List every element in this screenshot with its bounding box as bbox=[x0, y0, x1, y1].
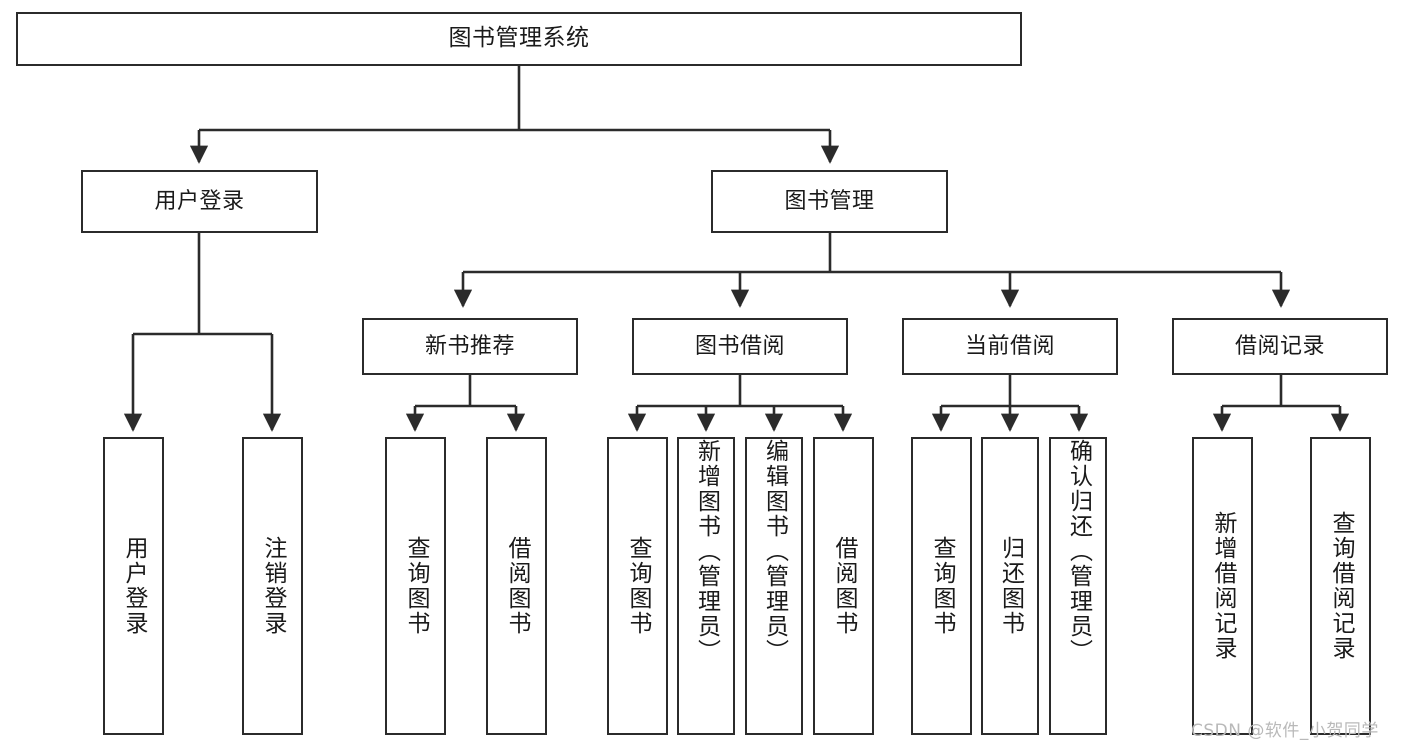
leaf-query-book-recommend[interactable]: 查询图书 bbox=[385, 437, 446, 735]
node-label: 图书管理 bbox=[784, 188, 875, 214]
leaf-edit-book-admin[interactable]: 编辑图书（管理员） bbox=[745, 437, 803, 735]
node-new-book-recommend[interactable]: 新书推荐 bbox=[362, 318, 578, 375]
node-label: 用户登录 bbox=[121, 536, 147, 636]
node-label: 新增借阅记录 bbox=[1210, 511, 1236, 661]
node-label: 图书借阅 bbox=[694, 333, 785, 359]
leaf-add-book-admin[interactable]: 新增图书（管理员） bbox=[677, 437, 735, 735]
node-label: 借阅记录 bbox=[1234, 333, 1325, 359]
node-user-login[interactable]: 用户登录 bbox=[81, 170, 318, 233]
leaf-confirm-return-admin[interactable]: 确认归还（管理员） bbox=[1049, 437, 1107, 735]
node-label: 借阅图书 bbox=[504, 536, 530, 636]
leaf-user-login[interactable]: 用户登录 bbox=[103, 437, 164, 735]
node-label: 查询借阅记录 bbox=[1328, 511, 1354, 661]
leaf-query-book-borrow[interactable]: 查询图书 bbox=[607, 437, 668, 735]
node-label: 新书推荐 bbox=[424, 333, 515, 359]
leaf-return-book[interactable]: 归还图书 bbox=[981, 437, 1039, 735]
node-label: 查询图书 bbox=[625, 536, 651, 636]
leaf-borrow-book-recommend[interactable]: 借阅图书 bbox=[486, 437, 547, 735]
node-borrow-record[interactable]: 借阅记录 bbox=[1172, 318, 1388, 375]
node-label: 当前借阅 bbox=[964, 333, 1055, 359]
node-book-management[interactable]: 图书管理 bbox=[711, 170, 948, 233]
node-label: 编辑图书（管理员） bbox=[761, 439, 788, 664]
leaf-query-book-current[interactable]: 查询图书 bbox=[911, 437, 972, 735]
node-label: 查询图书 bbox=[403, 536, 429, 636]
leaf-add-borrow-record[interactable]: 新增借阅记录 bbox=[1192, 437, 1253, 735]
node-label: 图书管理系统 bbox=[448, 25, 590, 52]
leaf-logout[interactable]: 注销登录 bbox=[242, 437, 303, 735]
node-label: 查询图书 bbox=[929, 536, 955, 636]
node-label: 确认归还（管理员） bbox=[1065, 439, 1092, 664]
node-book-borrow[interactable]: 图书借阅 bbox=[632, 318, 848, 375]
node-label: 用户登录 bbox=[154, 188, 245, 214]
node-label: 归还图书 bbox=[997, 536, 1024, 636]
node-book-management-system[interactable]: 图书管理系统 bbox=[16, 12, 1022, 66]
leaf-query-borrow-record[interactable]: 查询借阅记录 bbox=[1310, 437, 1371, 735]
node-label: 新增图书（管理员） bbox=[693, 439, 720, 664]
node-current-borrow[interactable]: 当前借阅 bbox=[902, 318, 1118, 375]
node-label: 借阅图书 bbox=[831, 536, 857, 636]
watermark-text: CSDN @软件_小贺同学 bbox=[1191, 721, 1379, 741]
leaf-borrow-book[interactable]: 借阅图书 bbox=[813, 437, 874, 735]
node-label: 注销登录 bbox=[260, 536, 286, 636]
